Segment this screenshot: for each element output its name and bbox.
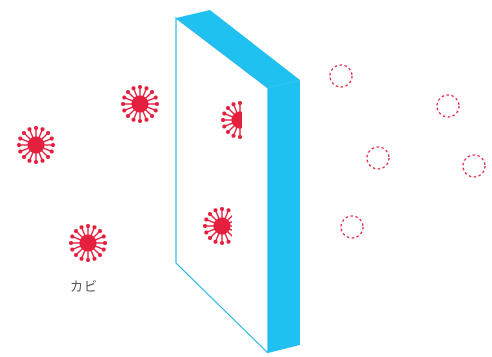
mold-label: カビ	[70, 276, 98, 295]
dashed-circle-icon	[330, 65, 352, 87]
virus-icon	[17, 126, 55, 164]
panel-side-edge	[268, 80, 300, 353]
dashed-circle-icon	[437, 95, 459, 117]
filtered-spores-group	[330, 65, 485, 238]
dashed-circle-icon	[463, 155, 485, 177]
filter-panel	[176, 10, 300, 353]
free-spores-group	[17, 85, 159, 262]
dashed-circle-icon	[341, 216, 363, 238]
virus-icon	[121, 85, 159, 123]
virus-icon	[69, 224, 107, 262]
dashed-circle-icon	[367, 147, 389, 169]
